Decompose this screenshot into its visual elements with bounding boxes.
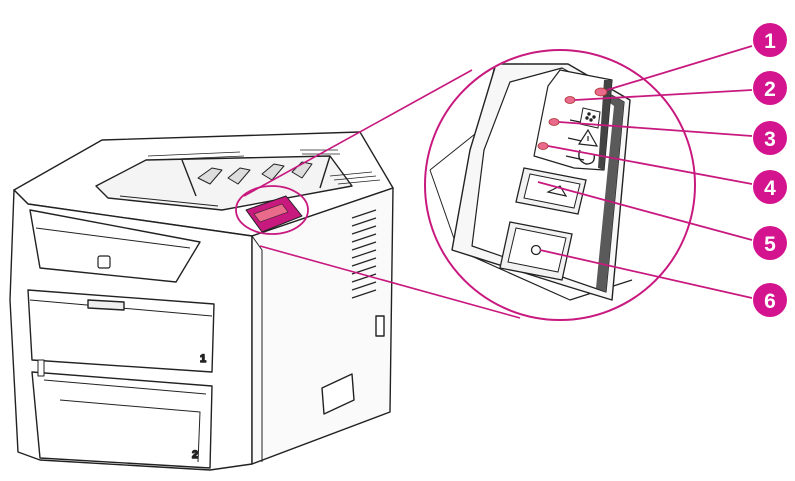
svg-text:6: 6 — [764, 290, 776, 313]
svg-text:5: 5 — [764, 233, 776, 256]
tray-1-handle[interactable] — [87, 299, 125, 311]
panel-highlight-ring — [235, 185, 309, 235]
leader-5 — [537, 181, 753, 241]
leader-6 — [539, 249, 753, 299]
hp-logo-icon — [97, 255, 111, 269]
printer-control-panel — [245, 195, 303, 233]
magnified-view — [424, 49, 696, 321]
toner-light — [548, 118, 560, 126]
go-arc-icon — [578, 149, 596, 165]
callout-6: 6 — [753, 283, 787, 317]
leader-1 — [606, 45, 753, 91]
printer-right-side — [251, 187, 394, 465]
tray-1-label: 1 — [200, 353, 206, 365]
magnifier-leaders — [243, 69, 521, 319]
callout-badges: 1 2 3 4 5 6 — [753, 23, 787, 317]
top-vents — [147, 149, 381, 185]
ready-light — [594, 87, 608, 97]
leader-3 — [558, 121, 753, 137]
cancel-button[interactable] — [499, 221, 573, 281]
attention-icon — [577, 128, 599, 147]
side-handle — [321, 373, 355, 415]
power-switch[interactable] — [375, 315, 385, 337]
callout-1: 1 — [753, 23, 787, 57]
attention-light — [537, 142, 549, 150]
go-arrow-icon — [546, 185, 568, 197]
output-bin — [95, 155, 353, 211]
svg-text:1: 1 — [764, 30, 776, 53]
printer: 1 2 — [9, 131, 394, 471]
go-light — [564, 96, 576, 104]
svg-text:4: 4 — [764, 177, 776, 200]
leader-4 — [547, 145, 753, 185]
callout-leaders — [537, 45, 753, 299]
tray-2 — [31, 371, 213, 469]
callout-3: 3 — [753, 121, 787, 155]
callout-2: 2 — [753, 71, 787, 105]
side-vents — [351, 209, 377, 299]
tray-2-label: 2 — [192, 449, 198, 461]
callout-4: 4 — [753, 170, 787, 204]
svg-text:3: 3 — [764, 128, 776, 151]
callout-5: 5 — [753, 226, 787, 260]
tray-1 — [27, 289, 215, 373]
svg-text:2: 2 — [764, 78, 776, 101]
leader-2 — [574, 89, 753, 101]
